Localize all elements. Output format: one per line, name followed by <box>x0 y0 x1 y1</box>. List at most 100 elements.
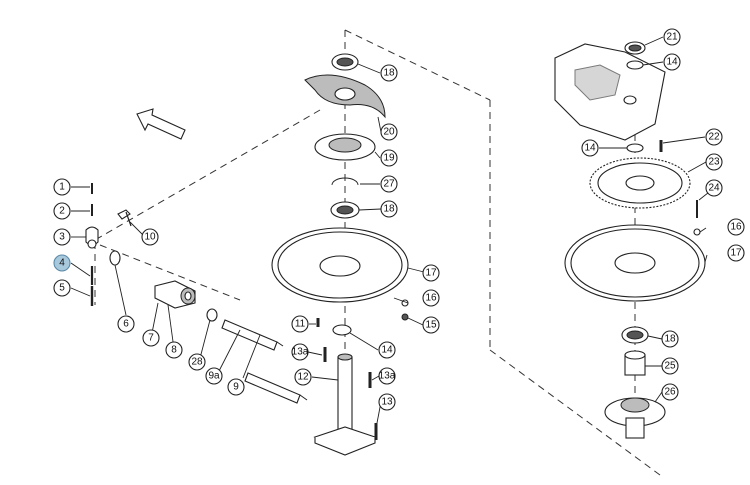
callout-13a-left[interactable]: 13a <box>291 343 309 361</box>
svg-text:14: 14 <box>584 143 596 154</box>
svg-text:11: 11 <box>295 319 306 330</box>
seal-21 <box>624 41 646 55</box>
svg-text:15: 15 <box>425 320 437 331</box>
callout-1[interactable]: 1 <box>53 178 71 196</box>
disc-17-right <box>564 224 706 302</box>
callout-24[interactable]: 24 <box>705 179 723 197</box>
svg-text:22: 22 <box>708 132 720 143</box>
bearing-18-right <box>621 326 649 344</box>
small-parts-16-15 <box>401 299 409 321</box>
callout-11[interactable]: 11 <box>291 315 309 333</box>
shaft-9 <box>244 372 308 404</box>
callout-22[interactable]: 22 <box>705 128 723 146</box>
svg-text:3: 3 <box>59 232 65 243</box>
callout-18-top[interactable]: 18 <box>380 64 398 82</box>
svg-text:23: 23 <box>708 157 720 168</box>
svg-text:27: 27 <box>383 179 395 190</box>
svg-text:20: 20 <box>383 127 395 138</box>
callout-2[interactable]: 2 <box>53 202 71 220</box>
callout-19[interactable]: 19 <box>380 149 398 167</box>
svg-text:2: 2 <box>59 206 65 217</box>
callout-14-top[interactable]: 14 <box>663 53 681 71</box>
svg-text:14: 14 <box>381 345 393 356</box>
callout-27[interactable]: 27 <box>380 175 398 193</box>
svg-text:6: 6 <box>123 319 129 330</box>
gear-23 <box>589 157 691 209</box>
svg-text:18: 18 <box>383 204 395 215</box>
pins-13a <box>323 347 372 388</box>
svg-text:18: 18 <box>664 334 676 345</box>
leader-lines <box>70 36 714 424</box>
callout-12[interactable]: 12 <box>294 368 312 386</box>
svg-text:9: 9 <box>233 382 239 393</box>
callout-23[interactable]: 23 <box>705 153 723 171</box>
spindle-12 <box>313 353 377 456</box>
svg-text:17: 17 <box>730 248 742 259</box>
callout-18-right[interactable]: 18 <box>661 330 679 348</box>
callout-28[interactable]: 28 <box>188 353 206 371</box>
callout-3[interactable]: 3 <box>53 228 71 246</box>
svg-text:28: 28 <box>191 357 203 368</box>
washer-14-top <box>626 60 644 70</box>
callout-9[interactable]: 9 <box>227 378 245 396</box>
callout-14-right[interactable]: 14 <box>581 139 599 157</box>
callout-20[interactable]: 20 <box>380 123 398 141</box>
callout-4[interactable]: 4 <box>53 254 71 272</box>
callout-9a[interactable]: 9a <box>205 367 223 385</box>
svg-text:9a: 9a <box>208 371 220 382</box>
hub-26 <box>604 397 666 439</box>
flange-19 <box>314 133 376 161</box>
washer-28 <box>206 308 218 322</box>
shaft-9a <box>221 319 284 351</box>
callout-5[interactable]: 5 <box>53 279 71 297</box>
svg-text:12: 12 <box>297 372 309 383</box>
washer-14-right <box>626 143 644 153</box>
callout-17-right[interactable]: 17 <box>727 244 745 262</box>
svg-text:13a: 13a <box>379 371 396 382</box>
callout-15[interactable]: 15 <box>422 316 440 334</box>
svg-text:10: 10 <box>144 232 156 243</box>
callout-13[interactable]: 13 <box>378 393 396 411</box>
svg-text:16: 16 <box>425 293 437 304</box>
washer-14-center <box>332 324 352 336</box>
disc-17-center <box>271 227 409 303</box>
svg-text:16: 16 <box>730 222 742 233</box>
svg-text:8: 8 <box>171 345 177 356</box>
shaft-10 <box>117 209 132 227</box>
svg-text:7: 7 <box>148 333 154 344</box>
gearbox-housing <box>554 43 666 141</box>
callout-26[interactable]: 26 <box>661 383 679 401</box>
svg-text:26: 26 <box>664 387 676 398</box>
circlip-27 <box>331 177 359 186</box>
svg-text:13a: 13a <box>292 347 309 358</box>
callout-16-center[interactable]: 16 <box>422 289 440 307</box>
bearing-18-top <box>331 53 359 71</box>
callout-17-center[interactable]: 17 <box>422 264 440 282</box>
washer-6 <box>109 250 121 266</box>
svg-text:5: 5 <box>59 283 65 294</box>
svg-text:19: 19 <box>383 153 395 164</box>
callout-7[interactable]: 7 <box>142 329 160 347</box>
svg-text:25: 25 <box>664 361 676 372</box>
nut-16-right <box>693 228 701 236</box>
direction-arrow-icon <box>136 108 186 140</box>
callout-14-center[interactable]: 14 <box>378 341 396 359</box>
svg-text:13: 13 <box>381 397 393 408</box>
svg-text:24: 24 <box>708 183 720 194</box>
callout-25[interactable]: 25 <box>661 357 679 375</box>
bracket-7-8 <box>154 280 196 309</box>
svg-text:1: 1 <box>59 182 65 193</box>
callout-18-mid[interactable]: 18 <box>380 200 398 218</box>
bearing-18-mid <box>330 201 360 219</box>
cam-plate-20 <box>304 74 386 119</box>
svg-text:18: 18 <box>383 68 395 79</box>
callout-21[interactable]: 21 <box>663 28 681 46</box>
callout-10[interactable]: 10 <box>141 228 159 246</box>
callout-8[interactable]: 8 <box>165 341 183 359</box>
svg-text:4: 4 <box>59 258 65 269</box>
left-pin-stack <box>85 183 99 306</box>
callout-16-right[interactable]: 16 <box>727 218 745 236</box>
callout-6[interactable]: 6 <box>117 315 135 333</box>
callout-13a-right[interactable]: 13a <box>378 367 396 385</box>
